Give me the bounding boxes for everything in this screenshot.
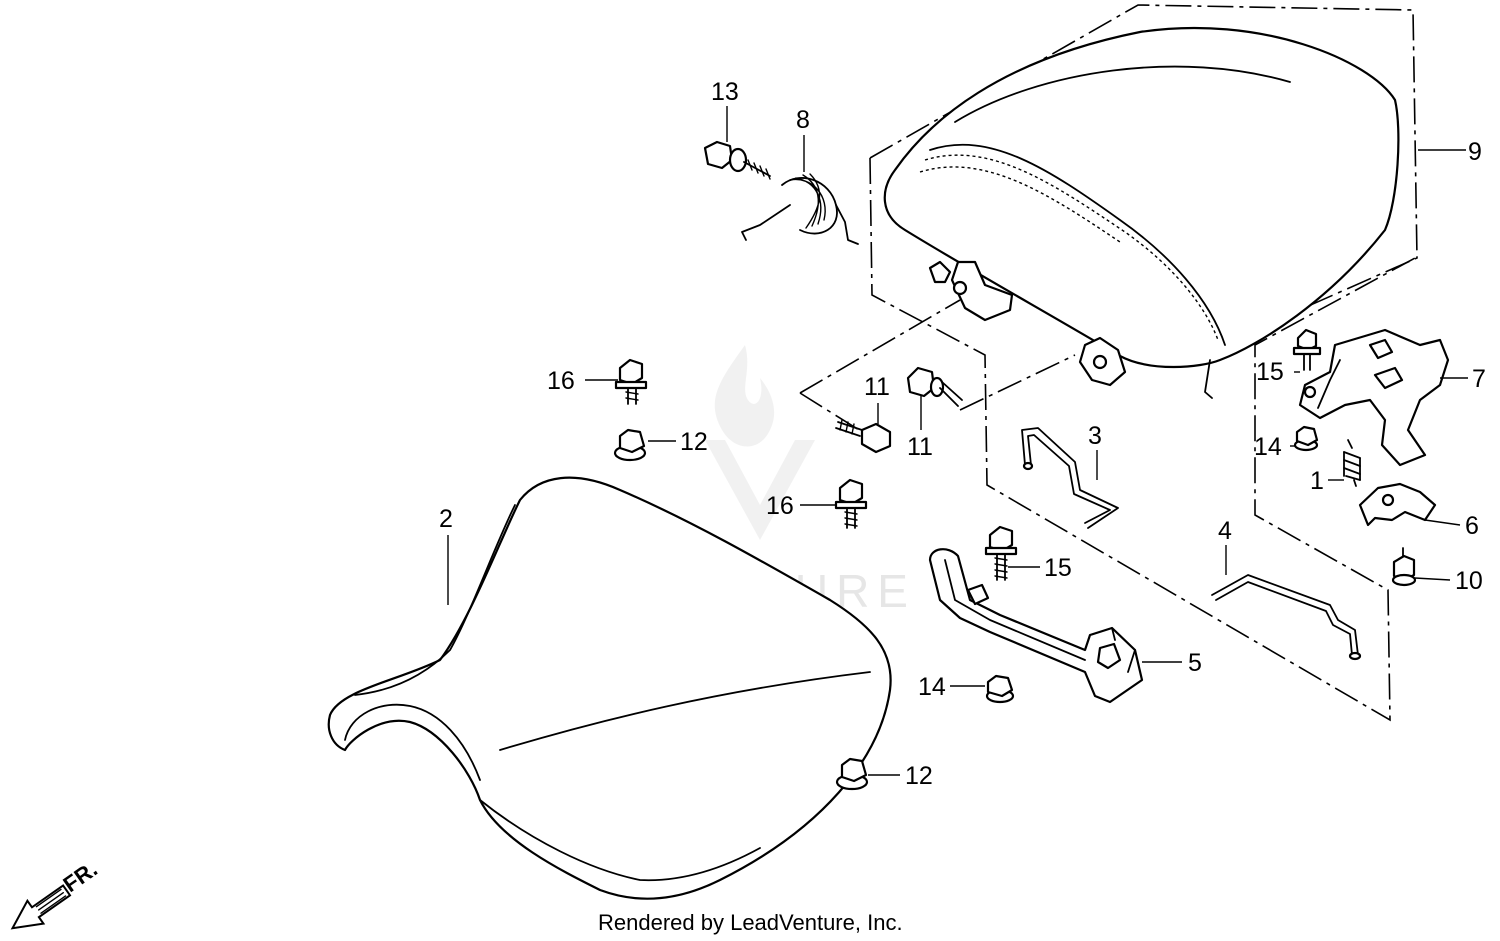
part-9-rear-seat [883, 26, 1400, 399]
callout-16-middle[interactable]: 16 [766, 492, 794, 520]
part-6-latch-plate [1358, 482, 1437, 527]
callout-13[interactable]: 13 [711, 78, 739, 106]
callout-6[interactable]: 6 [1465, 512, 1479, 540]
part-11-bolt-right [906, 366, 963, 407]
part-2-front-seat [327, 476, 892, 900]
part-16-bolt-upper [614, 358, 648, 405]
callout-10[interactable]: 10 [1455, 567, 1483, 595]
callout-1[interactable]: 1 [1310, 467, 1324, 495]
callout-5[interactable]: 5 [1188, 649, 1202, 677]
part-1-spring [1343, 439, 1361, 487]
callout-12-lower[interactable]: 12 [905, 762, 933, 790]
part-13-bolt [703, 140, 771, 180]
callout-7[interactable]: 7 [1472, 365, 1486, 393]
callout-2[interactable]: 2 [439, 505, 453, 533]
part-14-nut-lower [985, 674, 1015, 704]
part-5-bracket [928, 548, 1144, 704]
part-16-bolt-middle [834, 478, 868, 529]
callout-11-right[interactable]: 11 [907, 433, 933, 461]
callout-15-middle[interactable]: 15 [1044, 554, 1072, 582]
leader-lines [447, 106, 1468, 776]
part-10-nut [1391, 547, 1417, 587]
callout-11-left[interactable]: 11 [864, 373, 890, 401]
part-3-rod [1021, 427, 1119, 529]
part-12-nut-lower [835, 757, 869, 791]
front-arrow-icon [10, 884, 72, 930]
part-15-bolt-right [1292, 328, 1322, 371]
assembly-boundary-lines [799, 4, 1418, 722]
part-15-bolt-middle [984, 525, 1018, 581]
callout-12-upper[interactable]: 12 [680, 428, 708, 456]
part-14-nut-right [1293, 425, 1319, 452]
callout-16-upper[interactable]: 16 [547, 367, 575, 395]
part-12-nut-upper [613, 428, 647, 462]
front-direction-indicator: FR. [10, 856, 102, 930]
part-4-rod [1211, 574, 1362, 661]
render-credit: Rendered by LeadVenture, Inc. [598, 910, 903, 935]
part-11-bolt-left [835, 419, 892, 454]
callout-4[interactable]: 4 [1218, 517, 1232, 545]
callout-9[interactable]: 9 [1468, 138, 1482, 166]
callout-14-lower[interactable]: 14 [918, 673, 946, 701]
callout-8[interactable]: 8 [796, 106, 810, 134]
callout-14-right[interactable]: 14 [1254, 433, 1282, 461]
part-7-latch-bracket [1298, 328, 1450, 467]
callout-3[interactable]: 3 [1088, 422, 1102, 450]
callout-15-right[interactable]: 15 [1256, 358, 1284, 386]
part-8-spring [741, 173, 859, 245]
callouts: 13 8 9 16 12 11 11 3 15 7 14 1 6 10 2 16… [439, 78, 1486, 790]
watermark-flame-icon [705, 345, 815, 540]
